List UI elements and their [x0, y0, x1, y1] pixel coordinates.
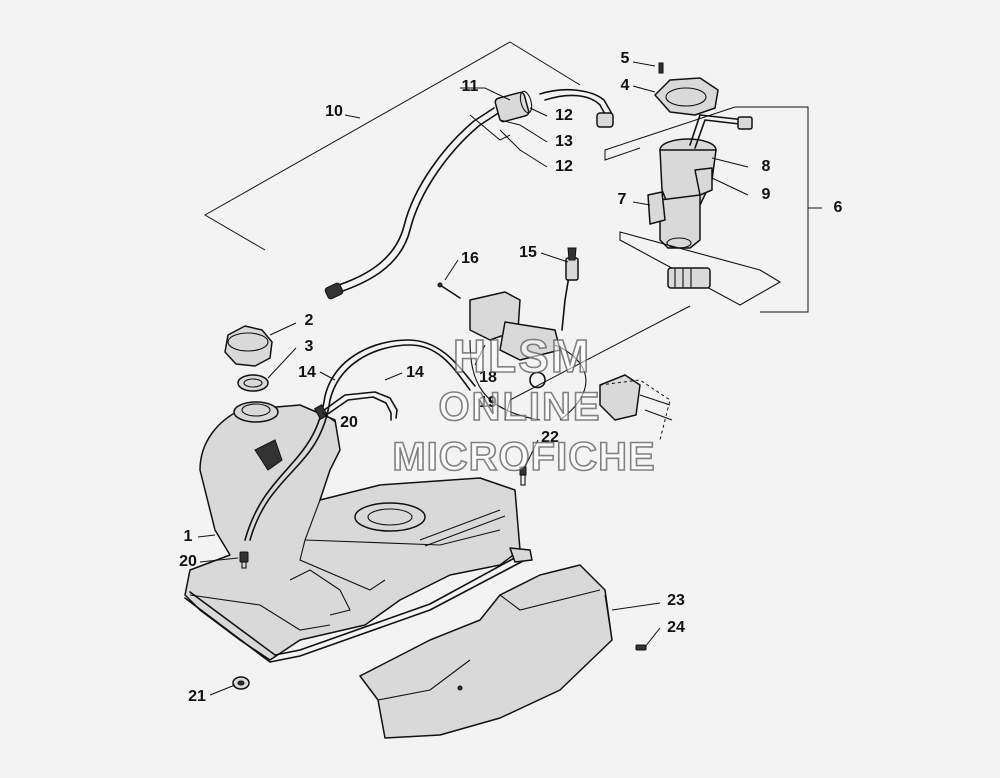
- callout-9: 9: [762, 186, 771, 203]
- clamp-19: [529, 371, 546, 389]
- callout-12a: 12: [555, 107, 573, 124]
- callout-14a: 14: [298, 364, 316, 381]
- callout-18: 18: [479, 369, 497, 386]
- fuel-tank: [184, 401, 533, 663]
- hose-clamp-20: [239, 551, 249, 569]
- callout-20a: 20: [340, 414, 358, 431]
- screw-22: [519, 466, 527, 486]
- fuel-line: [324, 88, 614, 300]
- watermark-line-3: MICROFICHE: [392, 435, 655, 479]
- cap-gasket: [237, 374, 269, 392]
- callout-7: 7: [618, 191, 627, 208]
- fuel-pump: [647, 114, 753, 249]
- callout-24: 24: [667, 619, 685, 636]
- vent-hose-14a: [244, 339, 476, 541]
- callouts: 1 2 3 4 5 6 7 8 9 10 11 12 13 12 14 14 1…: [179, 50, 842, 705]
- callout-1: 1: [184, 528, 193, 545]
- filler-cap: [224, 325, 273, 367]
- callout-3: 3: [305, 338, 314, 355]
- bracket-bolt-16: [437, 282, 461, 299]
- pump-screw: [658, 62, 664, 74]
- callout-10: 10: [325, 103, 343, 120]
- callout-12b: 12: [555, 158, 573, 175]
- mount-bracket: [599, 374, 673, 421]
- callout-5: 5: [621, 50, 630, 67]
- watermark: HLSM ONLINE MICROFICHE: [392, 329, 656, 480]
- vent-valve: [561, 247, 579, 331]
- callout-20b: 20: [179, 553, 197, 570]
- callout-14b: 14: [406, 364, 424, 381]
- leader-lines: [197, 41, 822, 696]
- bolt-24: [635, 644, 647, 651]
- callout-19: 19: [479, 394, 497, 411]
- callout-11: 11: [462, 78, 479, 95]
- callout-2: 2: [305, 312, 314, 329]
- callout-16: 16: [461, 250, 479, 267]
- callout-21: 21: [188, 688, 206, 705]
- callout-4: 4: [621, 77, 630, 94]
- callout-15: 15: [519, 244, 537, 261]
- fuel-filter: [494, 90, 533, 123]
- watermark-line-1: HLSM: [453, 330, 591, 382]
- callout-13: 13: [555, 133, 573, 150]
- callout-6: 6: [834, 199, 843, 216]
- callout-8: 8: [762, 158, 771, 175]
- watermark-line-2: ONLINE: [438, 385, 601, 429]
- callout-23: 23: [667, 592, 685, 609]
- bracket-23: [604, 594, 613, 641]
- callout-22: 22: [541, 429, 559, 446]
- level-sender: [469, 291, 587, 421]
- pump-wiring-harness: [619, 231, 782, 306]
- grommet-21: [232, 676, 250, 690]
- vent-hose-14b: [313, 391, 398, 421]
- pump-gasket: [654, 77, 719, 116]
